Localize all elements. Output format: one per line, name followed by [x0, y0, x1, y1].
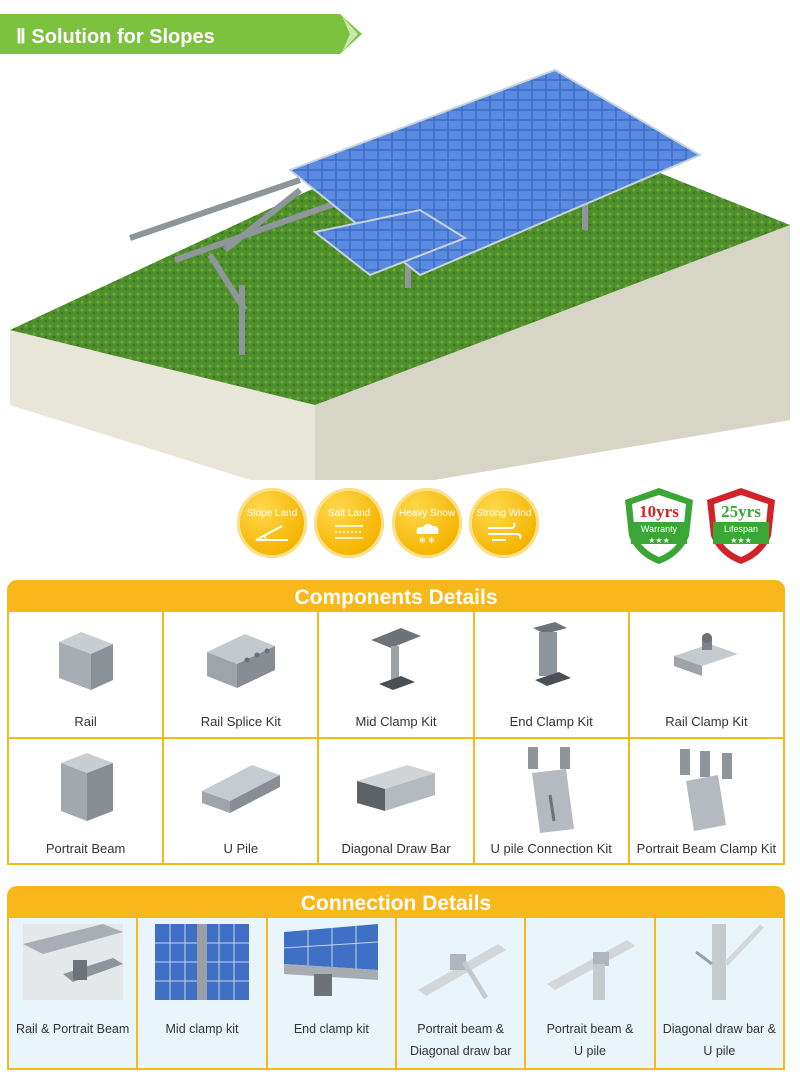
- snow-icon: ✻ ✻: [416, 523, 439, 544]
- connection-label-line1: Portrait beam &: [417, 1022, 505, 1036]
- connection-label-line2: Diagonal draw bar: [409, 1044, 512, 1058]
- connection-label-line1: Portrait beam &: [546, 1022, 634, 1036]
- beam-upile-connection-icon: [546, 940, 635, 1000]
- connections-title: Connection Details: [300, 892, 492, 915]
- header-banner: [0, 14, 362, 54]
- connection-label: End clamp kit: [293, 1022, 369, 1036]
- component-u-pile-connection-kit: U pile Connection Kit: [474, 738, 628, 863]
- page-title: Ⅱ Solution for Slopes: [16, 26, 215, 48]
- component-mid-clamp-kit: Mid Clamp Kit: [319, 612, 473, 737]
- slope-icon: [255, 525, 288, 541]
- component-label: U Pile: [223, 840, 259, 856]
- connection-end-clamp-kit: End clamp kit: [267, 918, 395, 1068]
- connection-kit-icon: [528, 746, 575, 833]
- shield-icon: [707, 488, 775, 564]
- wind-icon: [488, 522, 522, 541]
- splice-icon: [206, 634, 275, 688]
- component-label: End Clamp Kit: [509, 714, 593, 729]
- component-rail-clamp-kit: Rail Clamp Kit: [629, 612, 783, 737]
- component-label: Diagonal Draw Bar: [341, 840, 451, 856]
- badge-label: Slope Land: [246, 508, 298, 519]
- badge-heavy-snow: Heavy Snow ✻ ✻: [392, 488, 462, 558]
- component-portrait-beam-clamp-kit: Portrait Beam Clamp Kit: [629, 738, 783, 863]
- component-label: Mid Clamp Kit: [355, 714, 437, 729]
- lifespan-stars: ★★★: [730, 536, 752, 545]
- drawbar-upile-connection-icon: [695, 924, 765, 1000]
- lifespan-label: Lifespan: [723, 524, 759, 534]
- shield-icon: [625, 488, 693, 564]
- components-title: Components Details: [294, 586, 498, 609]
- connection-diagonal-draw-bar-u-pile: Diagonal draw bar & U pile: [655, 918, 783, 1068]
- warranty-label: Warranty: [640, 524, 678, 534]
- end-clamp-icon: [533, 622, 572, 686]
- u-pile-icon: [201, 764, 280, 813]
- portrait-beam-icon: [60, 752, 113, 821]
- rail-beam-connection-icon: [22, 924, 123, 1000]
- salt-icon: [335, 525, 363, 539]
- component-rail-splice-kit: Rail Splice Kit: [164, 612, 318, 737]
- component-label: Portrait Beam: [45, 840, 126, 856]
- badge-label: Strong Wind: [476, 508, 532, 519]
- beam-clamp-icon: [680, 748, 733, 831]
- warranty-shield: 10yrs Warranty ★★★: [621, 486, 697, 566]
- lifespan-shield: 25yrs Lifespan ★★★: [703, 486, 779, 566]
- component-label: Rail Splice Kit: [200, 714, 281, 729]
- component-label: Portrait Beam Clamp Kit: [636, 840, 777, 856]
- component-label: Rail Clamp Kit: [665, 714, 748, 729]
- badge-salt-land: Salt Land: [314, 488, 384, 558]
- component-diagonal-draw-bar: Diagonal Draw Bar: [319, 738, 473, 863]
- component-portrait-beam: Portrait Beam: [9, 738, 163, 863]
- mid-clamp-icon: [370, 628, 421, 690]
- mid-clamp-connection-icon: [154, 924, 249, 1000]
- rail-icon: [58, 632, 113, 690]
- svg-text:✻ ✻: ✻ ✻: [419, 536, 435, 544]
- lifespan-years: 25yrs: [721, 502, 761, 521]
- connection-mid-clamp-kit: Mid clamp kit: [138, 918, 266, 1068]
- connection-portrait-beam-diagonal-draw-bar: Portrait beam & Diagonal draw bar: [397, 918, 525, 1068]
- connection-rail-portrait-beam: Rail & Portrait Beam: [9, 918, 137, 1068]
- badge-slope-land: Slope Land: [237, 488, 307, 558]
- component-label: Rail: [74, 714, 97, 729]
- warranty-years: 10yrs: [639, 502, 679, 521]
- badge-label: Heavy Snow: [398, 508, 456, 519]
- components-grid: Rail Rail Splice Kit Mid Clamp Kit End C…: [7, 610, 785, 865]
- badge-label: Salt Land: [327, 508, 371, 519]
- component-rail: Rail: [9, 612, 163, 737]
- slope-solar-illustration: [10, 68, 790, 480]
- connection-label: Mid clamp kit: [165, 1022, 239, 1036]
- component-end-clamp-kit: End Clamp Kit: [474, 612, 628, 737]
- component-u-pile: U Pile: [164, 738, 318, 863]
- rail-clamp-icon: [674, 633, 739, 676]
- connection-label-line1: Diagonal draw bar &: [662, 1022, 776, 1036]
- connections-grid: Rail & Portrait Beam Mid clamp kit End c…: [7, 916, 785, 1070]
- connection-label-line2: U pile: [574, 1044, 606, 1058]
- connection-label-line2: U pile: [703, 1044, 736, 1058]
- beam-drawbar-connection-icon: [417, 944, 506, 1000]
- warranty-stars: ★★★: [648, 536, 670, 545]
- draw-bar-icon: [356, 764, 435, 811]
- component-label: U pile Connection Kit: [490, 840, 612, 856]
- end-clamp-connection-icon: [284, 924, 379, 996]
- connection-label: Rail & Portrait Beam: [16, 1022, 130, 1036]
- badge-strong-wind: Strong Wind: [469, 488, 539, 558]
- connection-portrait-beam-u-pile: Portrait beam & U pile: [526, 918, 654, 1068]
